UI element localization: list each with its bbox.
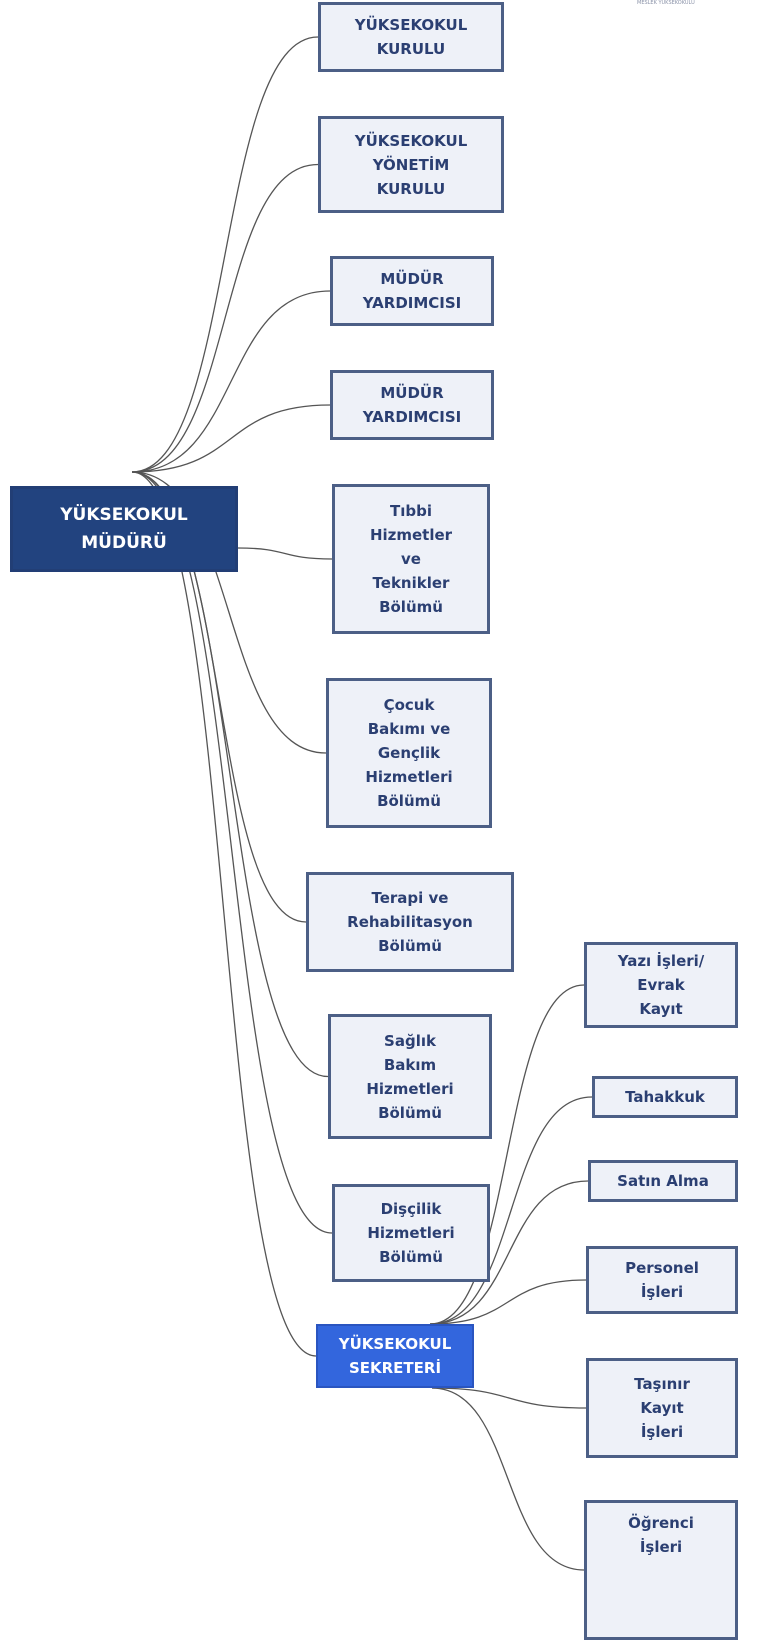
connector-s2 xyxy=(429,1180,589,1325)
node-label: KURULU xyxy=(376,179,446,198)
node-label: Bölümü xyxy=(377,792,441,810)
yuksekokul-muduru-box[interactable]: YÜKSEKOKUL MÜDÜRÜ xyxy=(10,486,238,572)
ogrenci-isleri-box[interactable]: Öğrenci İşleri xyxy=(584,1500,738,1640)
connector-n0 xyxy=(131,36,319,473)
secretary-label-line-1: YÜKSEKOKUL xyxy=(338,1335,452,1353)
node-label: Öğrenci xyxy=(628,1514,694,1532)
node-label: Hizmetleri xyxy=(366,1079,454,1098)
node-label: YÜKSEKOKUL xyxy=(354,131,468,150)
discilik-hizmetleri-bolumu-box[interactable]: Dişçilik Hizmetleri Bölümü xyxy=(332,1184,490,1282)
connector-s4 xyxy=(431,1387,587,1409)
tasinir-kayit-isleri-box[interactable]: Taşınır Kayıt İşleri xyxy=(586,1358,738,1458)
node-label: Evrak xyxy=(637,976,685,994)
yazi-isleri-evrak-kayit-box[interactable]: Yazı İşleri/ Evrak Kayıt xyxy=(584,942,738,1028)
yuksekokul-kurulu-box[interactable]: YÜKSEKOKUL KURULU xyxy=(318,2,504,72)
connector-n3 xyxy=(131,404,331,473)
node-label: Kayıt xyxy=(639,1000,683,1018)
node-label: Bölümü xyxy=(379,1248,443,1266)
mudur-yardimcisi-box-2[interactable]: MÜDÜR YARDIMCISI xyxy=(330,370,494,440)
node-label: YÖNETİM xyxy=(372,155,450,174)
root-label-line-2: MÜDÜRÜ xyxy=(81,533,167,553)
node-label: YARDIMCISI xyxy=(362,294,462,312)
connector-n1 xyxy=(131,163,319,473)
saglik-bakim-bolumu-box[interactable]: Sağlık Bakım Hizmetleri Bölümü xyxy=(328,1014,492,1139)
node-label: Bakımı ve xyxy=(367,720,451,738)
mudur-yardimcisi-box-1[interactable]: MÜDÜR YARDIMCISI xyxy=(330,256,494,326)
cocuk-bakimi-bolumu-box[interactable]: Çocuk Bakımı ve Gençlik Hizmetleri Bölüm… xyxy=(326,678,492,828)
node-label: İşleri xyxy=(640,1283,684,1301)
node-label: Kayıt xyxy=(640,1399,684,1417)
connector-n4 xyxy=(237,547,333,560)
node-label: MÜDÜR xyxy=(380,270,444,288)
node-label: Hizmetleri xyxy=(367,1224,455,1242)
node-label: Yazı İşleri/ xyxy=(617,952,705,970)
connector-s5 xyxy=(431,1387,585,1571)
node-label: YARDIMCISI xyxy=(362,408,462,426)
university-logo-text: MESLEK YÜKSEKOKULU xyxy=(637,0,695,6)
personel-isleri-box[interactable]: Personel İşleri xyxy=(586,1246,738,1314)
node-label: Tıbbi xyxy=(390,502,432,520)
node-label: Teknikler xyxy=(372,574,450,592)
node-label: İşleri xyxy=(639,1538,683,1556)
node-label: Sağlık xyxy=(384,1031,436,1050)
connector-n2 xyxy=(131,290,331,473)
connector-sec xyxy=(131,471,317,1357)
node-label: İşleri xyxy=(640,1423,684,1441)
node-label: Hizmetleri xyxy=(365,768,453,786)
yuksekokul-yonetim-kurulu-box[interactable]: YÜKSEKOKUL YÖNETİM KURULU xyxy=(318,116,504,213)
node-label: Çocuk xyxy=(383,696,435,714)
node-label: Dişçilik xyxy=(380,1200,442,1218)
node-label: Bölümü xyxy=(378,1103,442,1122)
connector-s3 xyxy=(429,1279,587,1325)
node-label: ve xyxy=(401,550,421,568)
node-label: Gençlik xyxy=(377,744,441,762)
node-label: Bölümü xyxy=(379,598,443,616)
node-label: Personel xyxy=(625,1259,699,1277)
connector-s0 xyxy=(429,984,585,1325)
node-label: Bölümü xyxy=(378,937,442,955)
node-label: MÜDÜR xyxy=(380,384,444,402)
tibbi-hizmetler-bolumu-box[interactable]: Tıbbi Hizmetler ve Teknikler Bölümü xyxy=(332,484,490,634)
node-label: Tahakkuk xyxy=(625,1088,705,1106)
terapi-rehabilitasyon-bolumu-box[interactable]: Terapi ve Rehabilitasyon Bölümü xyxy=(306,872,514,972)
connector-s1 xyxy=(429,1096,593,1325)
node-label: KURULU xyxy=(376,40,446,58)
tahakkuk-box[interactable]: Tahakkuk xyxy=(592,1076,738,1118)
connector-n8 xyxy=(131,471,333,1234)
node-label: Hizmetler xyxy=(369,526,453,544)
secretary-label-line-2: SEKRETERİ xyxy=(348,1359,442,1377)
node-label: YÜKSEKOKUL xyxy=(354,16,468,34)
satin-alma-box[interactable]: Satın Alma xyxy=(588,1160,738,1202)
node-label: Terapi ve xyxy=(371,889,449,907)
node-label: Satın Alma xyxy=(617,1172,709,1190)
node-label: Rehabilitasyon xyxy=(347,913,473,931)
node-label: Bakım xyxy=(383,1055,437,1074)
yuksekokul-sekreteri-box[interactable]: YÜKSEKOKUL SEKRETERİ xyxy=(316,1324,474,1388)
node-label: Taşınır xyxy=(634,1375,690,1393)
root-label-line-1: YÜKSEKOKUL xyxy=(60,505,188,525)
